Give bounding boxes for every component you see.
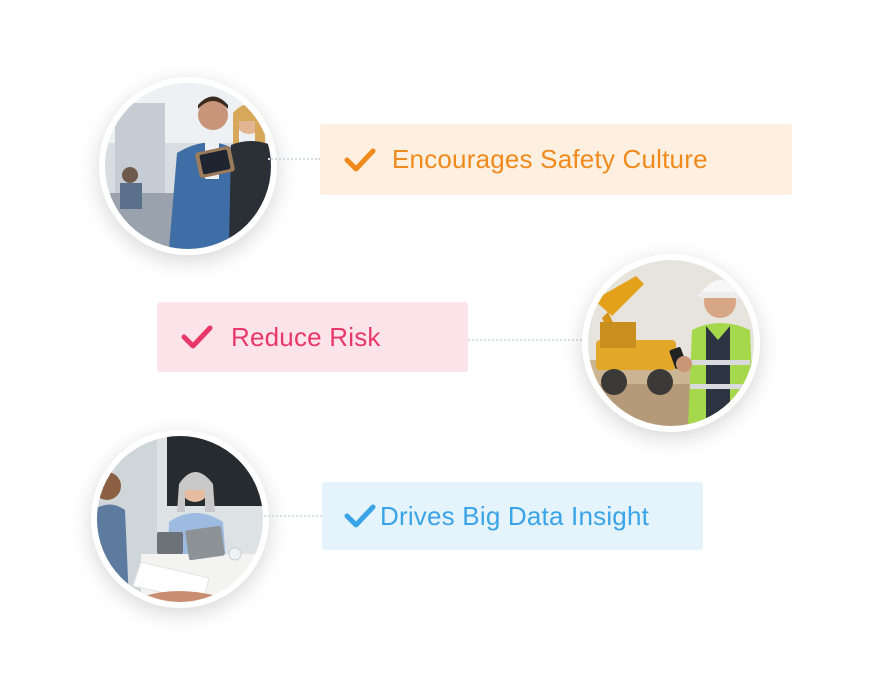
construction-worker-phone-photo	[582, 254, 760, 432]
benefit-label: Encourages Safety Culture	[392, 144, 708, 174]
benefit-pill-encourages-safety-culture: Encourages Safety Culture	[320, 124, 792, 195]
office-team-tablet-photo	[99, 77, 277, 255]
connector-line-2	[468, 339, 582, 341]
benefit-pill-drives-big-data-insight: Drives Big Data Insight	[322, 482, 703, 550]
connector-line-1	[268, 158, 320, 160]
benefit-label: Reduce Risk	[231, 321, 381, 352]
benefit-label: Drives Big Data Insight	[380, 500, 650, 531]
check-icon	[181, 324, 213, 350]
check-icon	[344, 147, 376, 173]
check-icon	[344, 503, 376, 529]
meeting-laptop-photo	[91, 430, 269, 608]
benefit-pill-reduce-risk: Reduce Risk	[157, 302, 468, 372]
connector-line-3	[260, 515, 322, 517]
